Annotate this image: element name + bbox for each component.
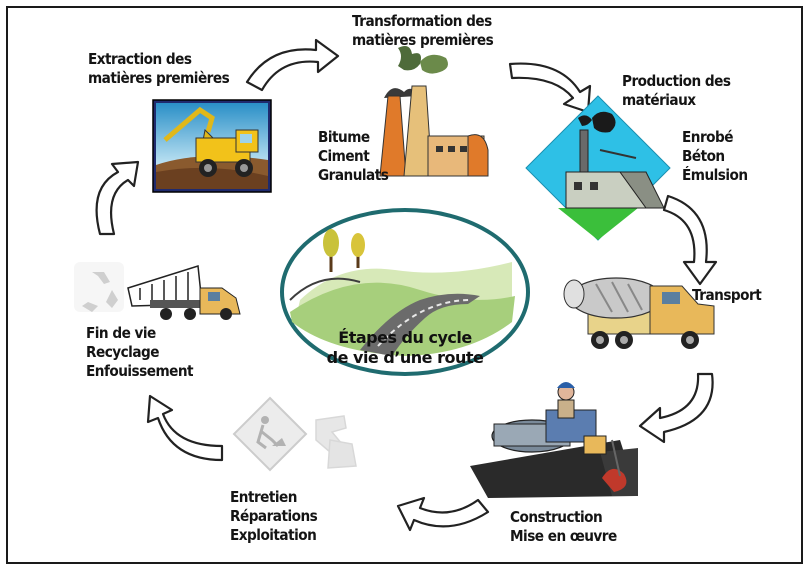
maintenance-line-1: Entretien xyxy=(230,488,297,506)
arrow-transport-to-construction xyxy=(638,372,714,444)
recycling-truck-icon xyxy=(74,262,241,320)
end-of-life-line-2: Recyclage xyxy=(86,343,159,361)
factory-chimneys-icon xyxy=(379,46,489,177)
stage-transformation-label: Transformation des matières premières xyxy=(352,12,494,50)
arrow-transformation-to-production xyxy=(508,62,592,114)
stage-maintenance-label: Entretien Réparations Exploitation xyxy=(230,488,318,545)
transformation-line-1: Transformation des xyxy=(352,12,492,30)
stage-transport-label: Transport xyxy=(692,286,762,305)
center-title-line-1: Étapes du cycle xyxy=(338,328,472,347)
product-ciment: Ciment xyxy=(318,147,370,165)
arrow-production-to-transport xyxy=(662,194,718,286)
center-title-line-2: de vie d’une route xyxy=(326,348,484,367)
center-ellipse-group xyxy=(280,208,530,376)
stage-construction-label: Construction Mise en œuvre xyxy=(510,508,617,546)
landscape-illustration xyxy=(289,229,515,356)
center-title: Étapes du cycle de vie d’une route xyxy=(310,328,500,368)
product-emulsion: Émulsion xyxy=(682,166,748,184)
cycle-arrows xyxy=(95,38,718,532)
construction-line-1: Construction xyxy=(510,508,603,526)
product-beton: Béton xyxy=(682,147,725,165)
extraction-line-2: matières premières xyxy=(88,69,230,87)
extraction-line-1: Extraction des xyxy=(88,50,192,68)
maintenance-line-3: Exploitation xyxy=(230,526,317,544)
plant-diamond-icon xyxy=(525,95,671,241)
product-enrobe: Enrobé xyxy=(682,128,734,146)
production-line-2: matériaux xyxy=(622,91,696,109)
transformation-products: Bitume Ciment Granulats xyxy=(318,128,389,185)
road-work-sign-icon xyxy=(232,396,357,472)
product-bitume: Bitume xyxy=(318,128,370,146)
end-of-life-line-3: Enfouissement xyxy=(86,362,194,380)
transformation-line-2: matières premières xyxy=(352,31,494,49)
stage-extraction-label: Extraction des matières premières xyxy=(88,50,230,88)
concrete-mixer-truck-icon xyxy=(563,277,715,349)
production-products: Enrobé Béton Émulsion xyxy=(682,128,748,185)
construction-line-2: Mise en œuvre xyxy=(510,527,617,545)
arrow-maintenance-to-end-of-life xyxy=(146,394,224,462)
arrow-construction-to-maintenance xyxy=(396,496,490,532)
maintenance-line-2: Réparations xyxy=(230,507,318,525)
product-granulats: Granulats xyxy=(318,166,389,184)
stage-production-label: Production des matériaux xyxy=(622,72,731,110)
road-roller-icon xyxy=(470,382,638,498)
stage-end-of-life-label: Fin de vie Recyclage Enfouissement xyxy=(86,324,194,381)
mining-excavator-icon xyxy=(152,99,272,193)
end-of-life-line-1: Fin de vie xyxy=(86,324,156,342)
transport-line-1: Transport xyxy=(692,286,762,304)
arrow-end-of-life-to-extraction xyxy=(95,160,140,236)
arrow-extraction-to-transformation xyxy=(245,38,340,92)
production-line-1: Production des xyxy=(622,72,731,90)
